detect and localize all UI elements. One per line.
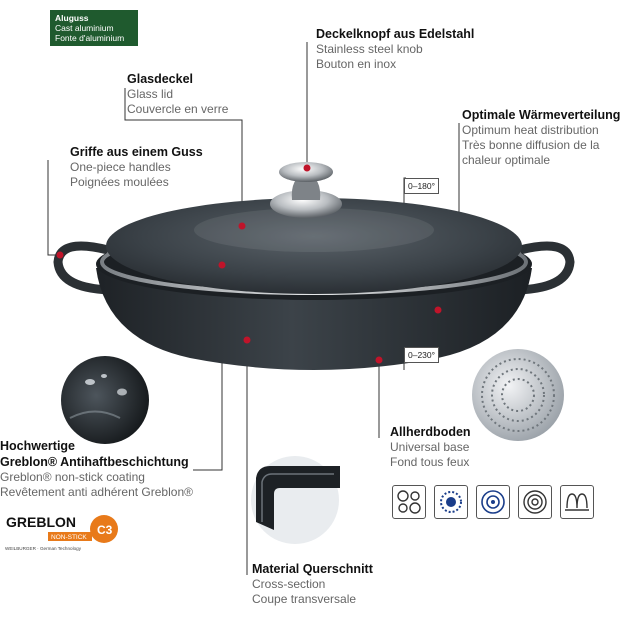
knob-label-de: Deckelknopf aus Edelstahl bbox=[316, 27, 475, 41]
greblon-maker-text: WEILBURGER · German Technology bbox=[5, 546, 82, 551]
heat-label-de: Optimale Wärmeverteilung bbox=[462, 108, 621, 122]
halogen-hob-icon bbox=[518, 485, 552, 519]
base-label-en: Universal base bbox=[390, 440, 470, 454]
base-inset bbox=[472, 349, 564, 441]
base-label: Allherdboden Universal base Fond tous fe… bbox=[390, 424, 471, 470]
handles-label-fr: Poignées moulées bbox=[70, 175, 169, 189]
coating-inset bbox=[61, 356, 149, 444]
coating-label-de2: Greblon® Antihaftbeschichtung bbox=[0, 455, 189, 469]
greblon-grade-text: C3 bbox=[97, 523, 113, 537]
coating-label-en: Greblon® non-stick coating bbox=[0, 470, 145, 484]
lid-label-fr: Couvercle en verre bbox=[127, 102, 229, 116]
badge-en: Cast aluminium bbox=[55, 23, 114, 33]
base-label-fr: Fond tous feux bbox=[390, 455, 470, 469]
heat-label-fr2: chaleur optimale bbox=[462, 153, 551, 167]
lid-label-en: Glass lid bbox=[127, 87, 174, 101]
lid-label: Glasdeckel Glass lid Couvercle en verre bbox=[127, 71, 228, 117]
knob-cap bbox=[279, 162, 333, 182]
heat-label: Optimale Wärmeverteilung Optimum heat di… bbox=[462, 107, 620, 168]
greblon-nonstick-text: NON-STICK bbox=[51, 534, 87, 541]
knob-label: Deckelknopf aus Edelstahl Stainless stee… bbox=[316, 26, 474, 72]
coating-label: Hochwertige Greblon® Antihaftbeschichtun… bbox=[0, 438, 193, 500]
handles-label-de: Griffe aus einem Guss bbox=[70, 145, 203, 159]
glass-lid bbox=[106, 198, 522, 294]
base-label-de: Allherdboden bbox=[390, 425, 471, 439]
electric-hob-icon bbox=[560, 485, 594, 519]
right-handle bbox=[517, 241, 575, 295]
cross-section-label: Material Querschnitt Cross-section Coupe… bbox=[252, 561, 373, 607]
greblon-brand-text: GREBLON bbox=[6, 514, 76, 530]
knob-label-fr: Bouton en inox bbox=[316, 57, 397, 71]
heat-label-fr1: Très bonne diffusion de la bbox=[462, 138, 600, 152]
handles-label-en: One-piece handles bbox=[70, 160, 171, 174]
greblon-logo: GREBLON NON-STICK C3 WEILBURGER · German… bbox=[2, 512, 122, 554]
pan-temperature-badge: 0–230° bbox=[404, 347, 440, 363]
knob-label-en: Stainless steel knob bbox=[316, 42, 423, 56]
cross-section-label-fr: Coupe transversale bbox=[252, 592, 357, 606]
ceramic-hob-icon bbox=[392, 485, 426, 519]
cross-section-label-de: Material Querschnitt bbox=[252, 562, 373, 576]
handles-label: Griffe aus einem Guss One-piece handles … bbox=[70, 144, 203, 190]
coating-label-fr: Revêtement anti adhérent Greblon® bbox=[0, 485, 193, 499]
lid-label-de: Glasdeckel bbox=[127, 72, 194, 86]
marker-dots bbox=[56, 164, 442, 364]
coating-label-de1: Hochwertige bbox=[0, 439, 76, 453]
gas-hob-icon bbox=[434, 485, 468, 519]
badge-fr: Fonte d'aluminium bbox=[55, 33, 125, 43]
material-badge: Aluguss Cast aluminium Fonte d'aluminium bbox=[50, 10, 138, 46]
badge-title: Aluguss bbox=[55, 13, 89, 23]
heat-label-en: Optimum heat distribution bbox=[462, 123, 599, 137]
cross-section-label-en: Cross-section bbox=[252, 577, 326, 591]
induction-hob-icon bbox=[476, 485, 510, 519]
knob-base bbox=[270, 190, 342, 218]
lid-temperature-badge: 0–180° bbox=[404, 178, 440, 194]
left-handle bbox=[53, 241, 111, 295]
